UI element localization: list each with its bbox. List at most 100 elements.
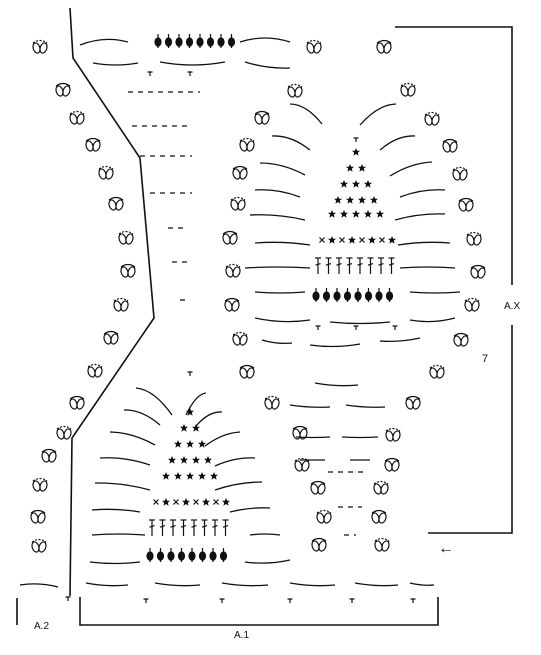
chain-arc [314, 382, 359, 387]
loop-left [69, 398, 78, 410]
loop-right [39, 480, 48, 492]
loop-cap [232, 331, 248, 336]
loop-left [230, 199, 239, 211]
bobble [196, 37, 204, 47]
loop-right [92, 140, 101, 152]
loop-cap [264, 395, 280, 400]
loop-cap [120, 263, 136, 268]
bobble [177, 551, 186, 561]
loop-right [381, 540, 390, 552]
tr-bar [180, 525, 187, 528]
loop-cap [113, 297, 129, 302]
chain-arc [289, 582, 336, 587]
loop-right [271, 398, 280, 410]
loop-right [459, 169, 468, 181]
star-cluster [328, 210, 336, 218]
tr-bar [336, 263, 342, 266]
chain-arc [79, 38, 129, 46]
loop-right [436, 367, 445, 379]
chain-arc [341, 436, 379, 439]
bobble [364, 291, 373, 301]
star-cluster [364, 210, 372, 218]
loop-right [378, 512, 387, 524]
loop-pair-symbol [470, 264, 486, 279]
chain-arc [254, 189, 301, 198]
loop-left [294, 460, 303, 472]
tr-bar [357, 263, 363, 266]
loop-right [239, 334, 248, 346]
loop-pair-symbol [239, 137, 255, 152]
star-cluster [364, 180, 372, 188]
loop-pair-symbol [232, 165, 248, 180]
loop-left [85, 140, 94, 152]
loop-right [105, 168, 114, 180]
star-shape [182, 498, 190, 506]
loop-right [392, 430, 401, 442]
loop-pair-symbol [87, 363, 103, 378]
star-cluster [198, 440, 206, 448]
loop-right [127, 266, 136, 278]
chain-arc [85, 582, 129, 587]
loop-right [449, 141, 458, 153]
start-arrow: ← [438, 540, 454, 557]
loop-right [115, 199, 124, 211]
loop-right [62, 85, 71, 97]
tr-bar [367, 263, 374, 266]
loop-pair-symbol [405, 395, 421, 410]
loop-left [32, 480, 41, 492]
loop-cap [31, 538, 47, 543]
loop-cap [30, 509, 46, 514]
star-shape [368, 236, 376, 244]
bobble [164, 37, 173, 47]
loop-left [316, 512, 325, 524]
loop-cap [87, 363, 103, 368]
star-cluster [346, 164, 354, 172]
loop-right [261, 113, 270, 125]
loop-cap [230, 196, 246, 201]
chain-arc [254, 241, 311, 246]
star-shape [340, 180, 348, 188]
chain-arc [345, 404, 386, 408]
dash-layer [128, 91, 366, 536]
loop-cap [85, 137, 101, 142]
star-cluster [348, 236, 356, 244]
loop-left [453, 335, 462, 347]
loop-pair-symbol [69, 395, 85, 410]
chain-arc [92, 62, 139, 66]
t-mark [143, 598, 149, 603]
t-mark [219, 598, 225, 603]
star-cluster [162, 472, 170, 480]
loop-right [229, 233, 238, 245]
loop-right [239, 168, 248, 180]
chain-arc [19, 583, 59, 588]
star-cluster [352, 180, 360, 188]
loop-cap [424, 111, 440, 116]
loop-left [452, 169, 461, 181]
tr-bar [159, 525, 166, 528]
chain-arc [397, 241, 451, 246]
loop-cap [56, 425, 72, 430]
chain-arc [354, 582, 399, 587]
star-shape [174, 440, 182, 448]
loop-left [424, 114, 433, 126]
star-shape [162, 498, 170, 506]
t-mark [353, 137, 359, 142]
chain-arc [409, 317, 456, 323]
bobble [185, 37, 194, 47]
star-shape [180, 456, 188, 464]
loop-left [30, 512, 39, 524]
loop-pair-symbol [458, 197, 474, 212]
loop-pair-symbol [31, 538, 47, 553]
loop-cap [294, 457, 310, 462]
loop-left [31, 541, 40, 553]
loop-pair-symbol [376, 39, 392, 54]
loop-right [317, 483, 326, 495]
bobble [188, 551, 196, 561]
loop-pair-symbol [225, 263, 241, 278]
bobble [375, 291, 383, 301]
star-shape [376, 210, 384, 218]
bobble [354, 291, 362, 301]
loop-right [38, 541, 47, 553]
loop-pair-symbol [56, 425, 72, 440]
t-mark [349, 598, 355, 603]
